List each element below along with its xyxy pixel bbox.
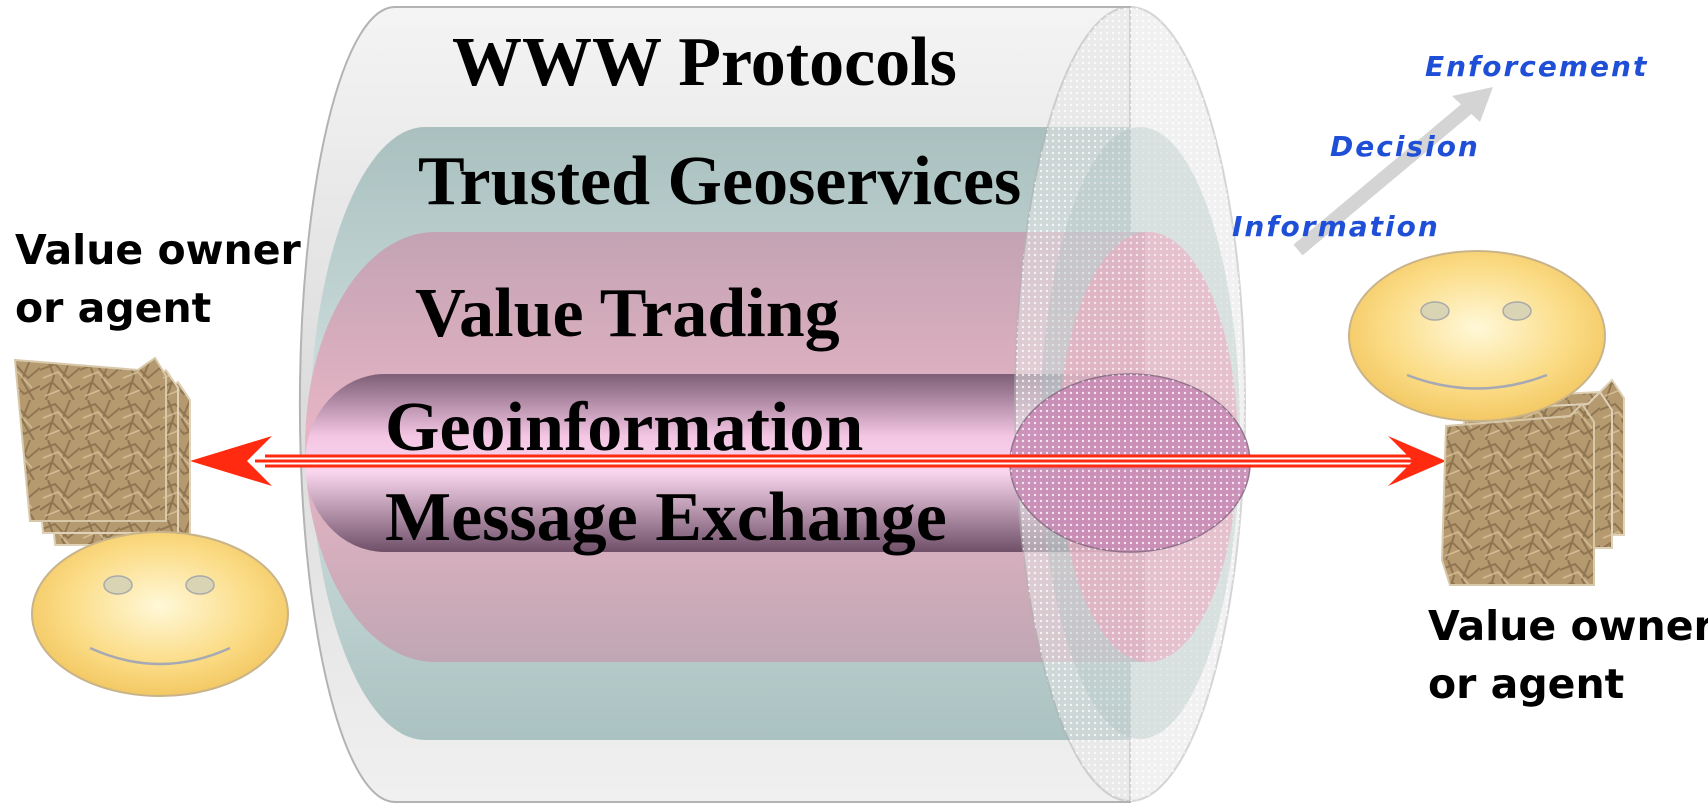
left-owner-label-line1: Value owner (15, 226, 302, 274)
message-arrow-right (1130, 436, 1446, 486)
trusted-geoservices-title: Trusted Geoservices (418, 143, 1021, 220)
left-smiley-avatar (31, 531, 289, 697)
progression-information: Information (1232, 210, 1440, 243)
message-arrow-left (190, 436, 1130, 486)
progression-arrow (1293, 87, 1493, 256)
left-value-document-stack (13, 356, 191, 546)
progression-decision: Decision (1330, 130, 1480, 163)
www-protocols-title: WWW Protocols (452, 24, 957, 101)
message-exchange-title: Message Exchange (385, 479, 947, 556)
left-owner-label-line2: or agent (15, 284, 211, 332)
geoinformation-title: Geoinformation (385, 389, 863, 466)
right-value-document-stack (1440, 378, 1625, 586)
right-owner-label-line2: or agent (1428, 660, 1624, 708)
value-trading-title: Value Trading (415, 275, 840, 352)
right-smiley-avatar (1348, 250, 1606, 422)
right-owner-label-line1: Value owner (1428, 602, 1708, 650)
progression-enforcement: Enforcement (1425, 50, 1648, 83)
